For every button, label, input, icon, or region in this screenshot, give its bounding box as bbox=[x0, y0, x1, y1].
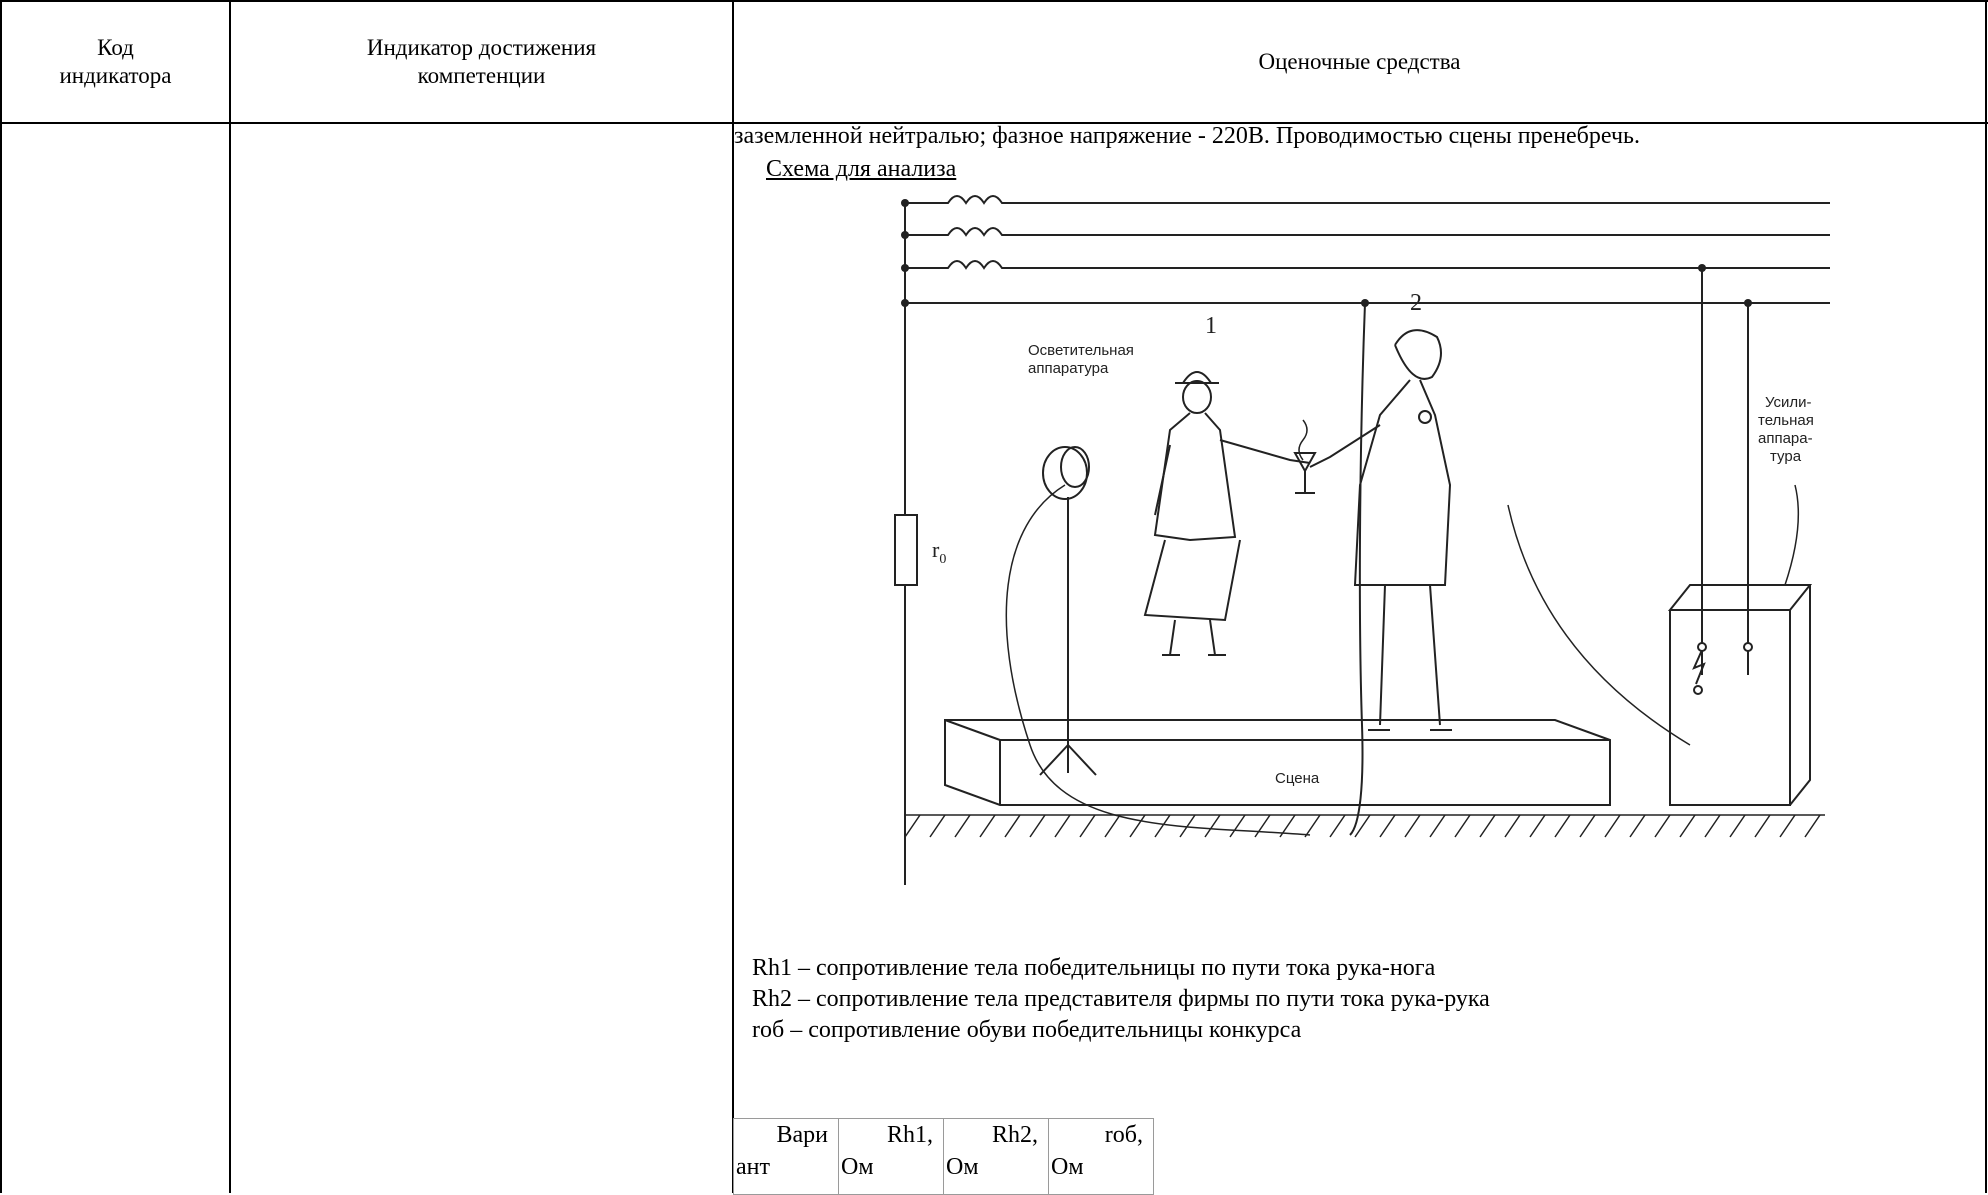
person-1-figure bbox=[1143, 371, 1311, 656]
lighting-label-1: Осветительная bbox=[1028, 342, 1134, 359]
column-divider-1 bbox=[229, 0, 231, 1193]
junction-dot bbox=[901, 299, 909, 307]
table-header-cell: Rh2,Ом bbox=[943, 1118, 1049, 1195]
lighting-label-2: аппаратура bbox=[1028, 360, 1109, 377]
amplifier-box bbox=[1667, 484, 1813, 806]
resistor-r0 bbox=[894, 514, 918, 586]
header-assessment-tools: Оценочные средства bbox=[734, 2, 1985, 122]
amp-label-3: аппара- bbox=[1758, 430, 1813, 447]
schema-title: Схема для анализа bbox=[766, 156, 957, 182]
amp-label-4: тура bbox=[1770, 448, 1802, 465]
stage bbox=[944, 719, 1611, 806]
column-divider-2 bbox=[732, 0, 734, 1193]
circuit-schematic: r0 Осветительная аппаратура 1 2 bbox=[894, 195, 1830, 885]
junction-dot bbox=[901, 264, 909, 272]
glass-icon bbox=[1293, 419, 1317, 494]
person-1-label: 1 bbox=[1205, 313, 1217, 339]
phase-line-1 bbox=[905, 195, 1830, 205]
junction-dot bbox=[901, 199, 909, 207]
header-assessment-tools-text: Оценочные средства bbox=[1258, 49, 1461, 74]
phase-line-3 bbox=[905, 260, 1830, 270]
table-header-divider bbox=[0, 122, 1988, 124]
junction-dot bbox=[1698, 264, 1706, 272]
table-header-cell: rоб,Ом bbox=[1048, 1118, 1154, 1195]
table-left-border bbox=[0, 0, 2, 1193]
header-indicator-code-text: Код индикатора bbox=[59, 35, 172, 88]
neutral-drop-wire bbox=[1349, 302, 1366, 836]
person-2-label: 2 bbox=[1410, 290, 1422, 316]
junction-dot bbox=[1744, 299, 1752, 307]
junction-dot bbox=[1361, 299, 1369, 307]
header-indicator-achievement: Индикатор достижения компетенции bbox=[231, 2, 732, 122]
phase-line-2 bbox=[905, 227, 1830, 237]
mic-cable bbox=[1507, 504, 1691, 746]
lighting-apparatus bbox=[1039, 446, 1097, 776]
amp-label-2: тельная bbox=[1758, 412, 1814, 429]
person-2-figure bbox=[1309, 329, 1452, 731]
header-indicator-code: Код индикатора bbox=[2, 2, 229, 122]
lamp-cable bbox=[1005, 484, 1311, 836]
intro-line: заземленной нейтралью; фазное напряжение… bbox=[734, 123, 1640, 149]
table-top-border bbox=[0, 0, 1988, 2]
junction-dot bbox=[901, 231, 909, 239]
legend-item: Rh2 – сопротивление тела представителя ф… bbox=[752, 986, 1490, 1012]
amp-label-1: Усили- bbox=[1765, 394, 1812, 411]
resistor-r0-label: r0 bbox=[932, 537, 946, 567]
table-header-cell: Rh1,Ом bbox=[838, 1118, 944, 1195]
legend-item: rоб – сопротивление обуви победительницы… bbox=[752, 1017, 1302, 1043]
legend-item: Rh1 – сопротивление тела победительницы … bbox=[752, 955, 1436, 981]
header-indicator-achievement-text: Индикатор достижения компетенции bbox=[366, 35, 597, 88]
stage-label: Сцена bbox=[1275, 770, 1320, 787]
legend: Rh1 – сопротивление тела победительницы … bbox=[752, 953, 1490, 1046]
ground-hatch bbox=[904, 814, 1825, 838]
table-right-border bbox=[1985, 0, 1987, 1193]
